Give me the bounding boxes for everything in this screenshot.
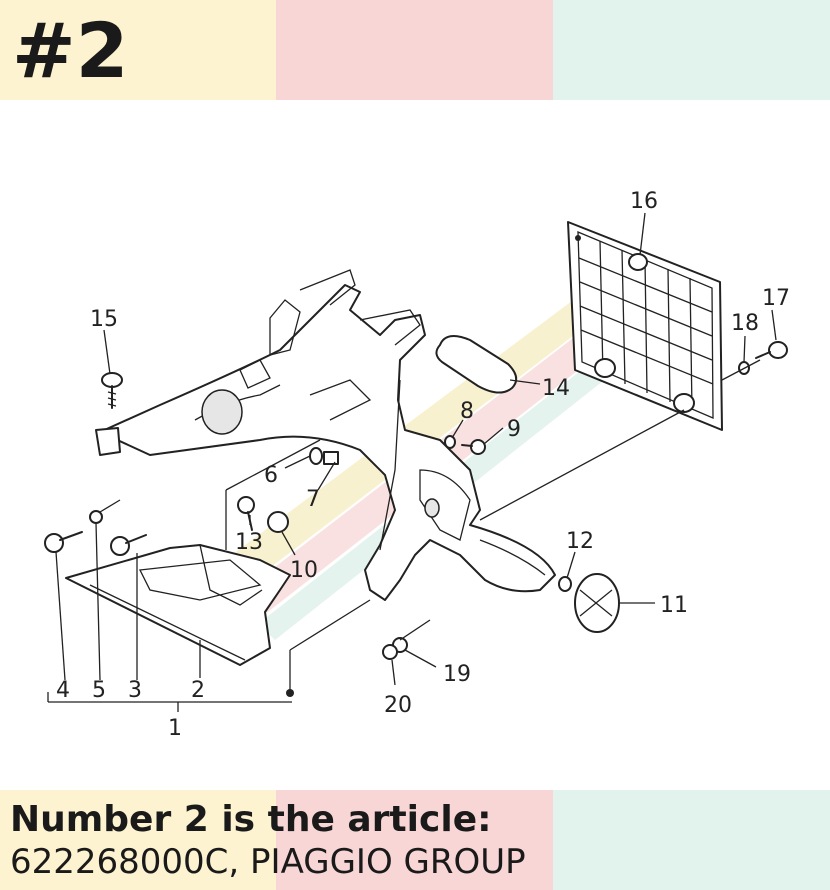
callout-3: 3 (128, 678, 142, 703)
callout-2: 2 (191, 678, 205, 703)
header-band-pink (276, 0, 553, 100)
footer-band-pink (276, 790, 553, 890)
callout-8: 8 (460, 399, 474, 424)
leader-lines (47, 212, 777, 712)
callout-16: 16 (630, 189, 658, 214)
callout-1: 1 (168, 716, 182, 741)
callout-7: 7 (306, 487, 320, 512)
footer-band-green (553, 790, 830, 890)
callout-9: 9 (507, 417, 521, 442)
footer-band-yellow (0, 790, 276, 890)
callout-19: 19 (443, 662, 471, 687)
callout-4: 4 (56, 678, 70, 703)
license-plate-holder-16 (567, 221, 723, 431)
callout-17: 17 (762, 286, 790, 311)
reflector-strip-14 (435, 335, 518, 394)
lower-splash-cover-2 (65, 544, 291, 666)
rear-mudguard-assembly (95, 269, 556, 601)
callout-14: 14 (542, 376, 570, 401)
fasteners (44, 341, 788, 660)
callout-11: 11 (660, 593, 688, 618)
assembly-dot (286, 689, 294, 697)
header-band-yellow (0, 0, 276, 100)
caption-heading: Number 2 is the article: (10, 799, 492, 840)
callout-18: 18 (731, 311, 759, 336)
callout-13: 13 (235, 530, 263, 555)
callout-labels: 1 2 3 4 5 6 7 8 9 10 11 12 13 14 15 16 1… (56, 189, 790, 741)
callout-15: 15 (90, 307, 118, 332)
header-band-green (553, 0, 830, 100)
callout-10: 10 (290, 558, 318, 583)
callout-6: 6 (264, 463, 278, 488)
item-number-badge: #2 (12, 6, 129, 95)
callout-20: 20 (384, 693, 412, 718)
callout-12: 12 (566, 529, 594, 554)
callout-5: 5 (92, 678, 106, 703)
caption-part-number: 622268000C, PIAGGIO GROUP (10, 842, 526, 882)
